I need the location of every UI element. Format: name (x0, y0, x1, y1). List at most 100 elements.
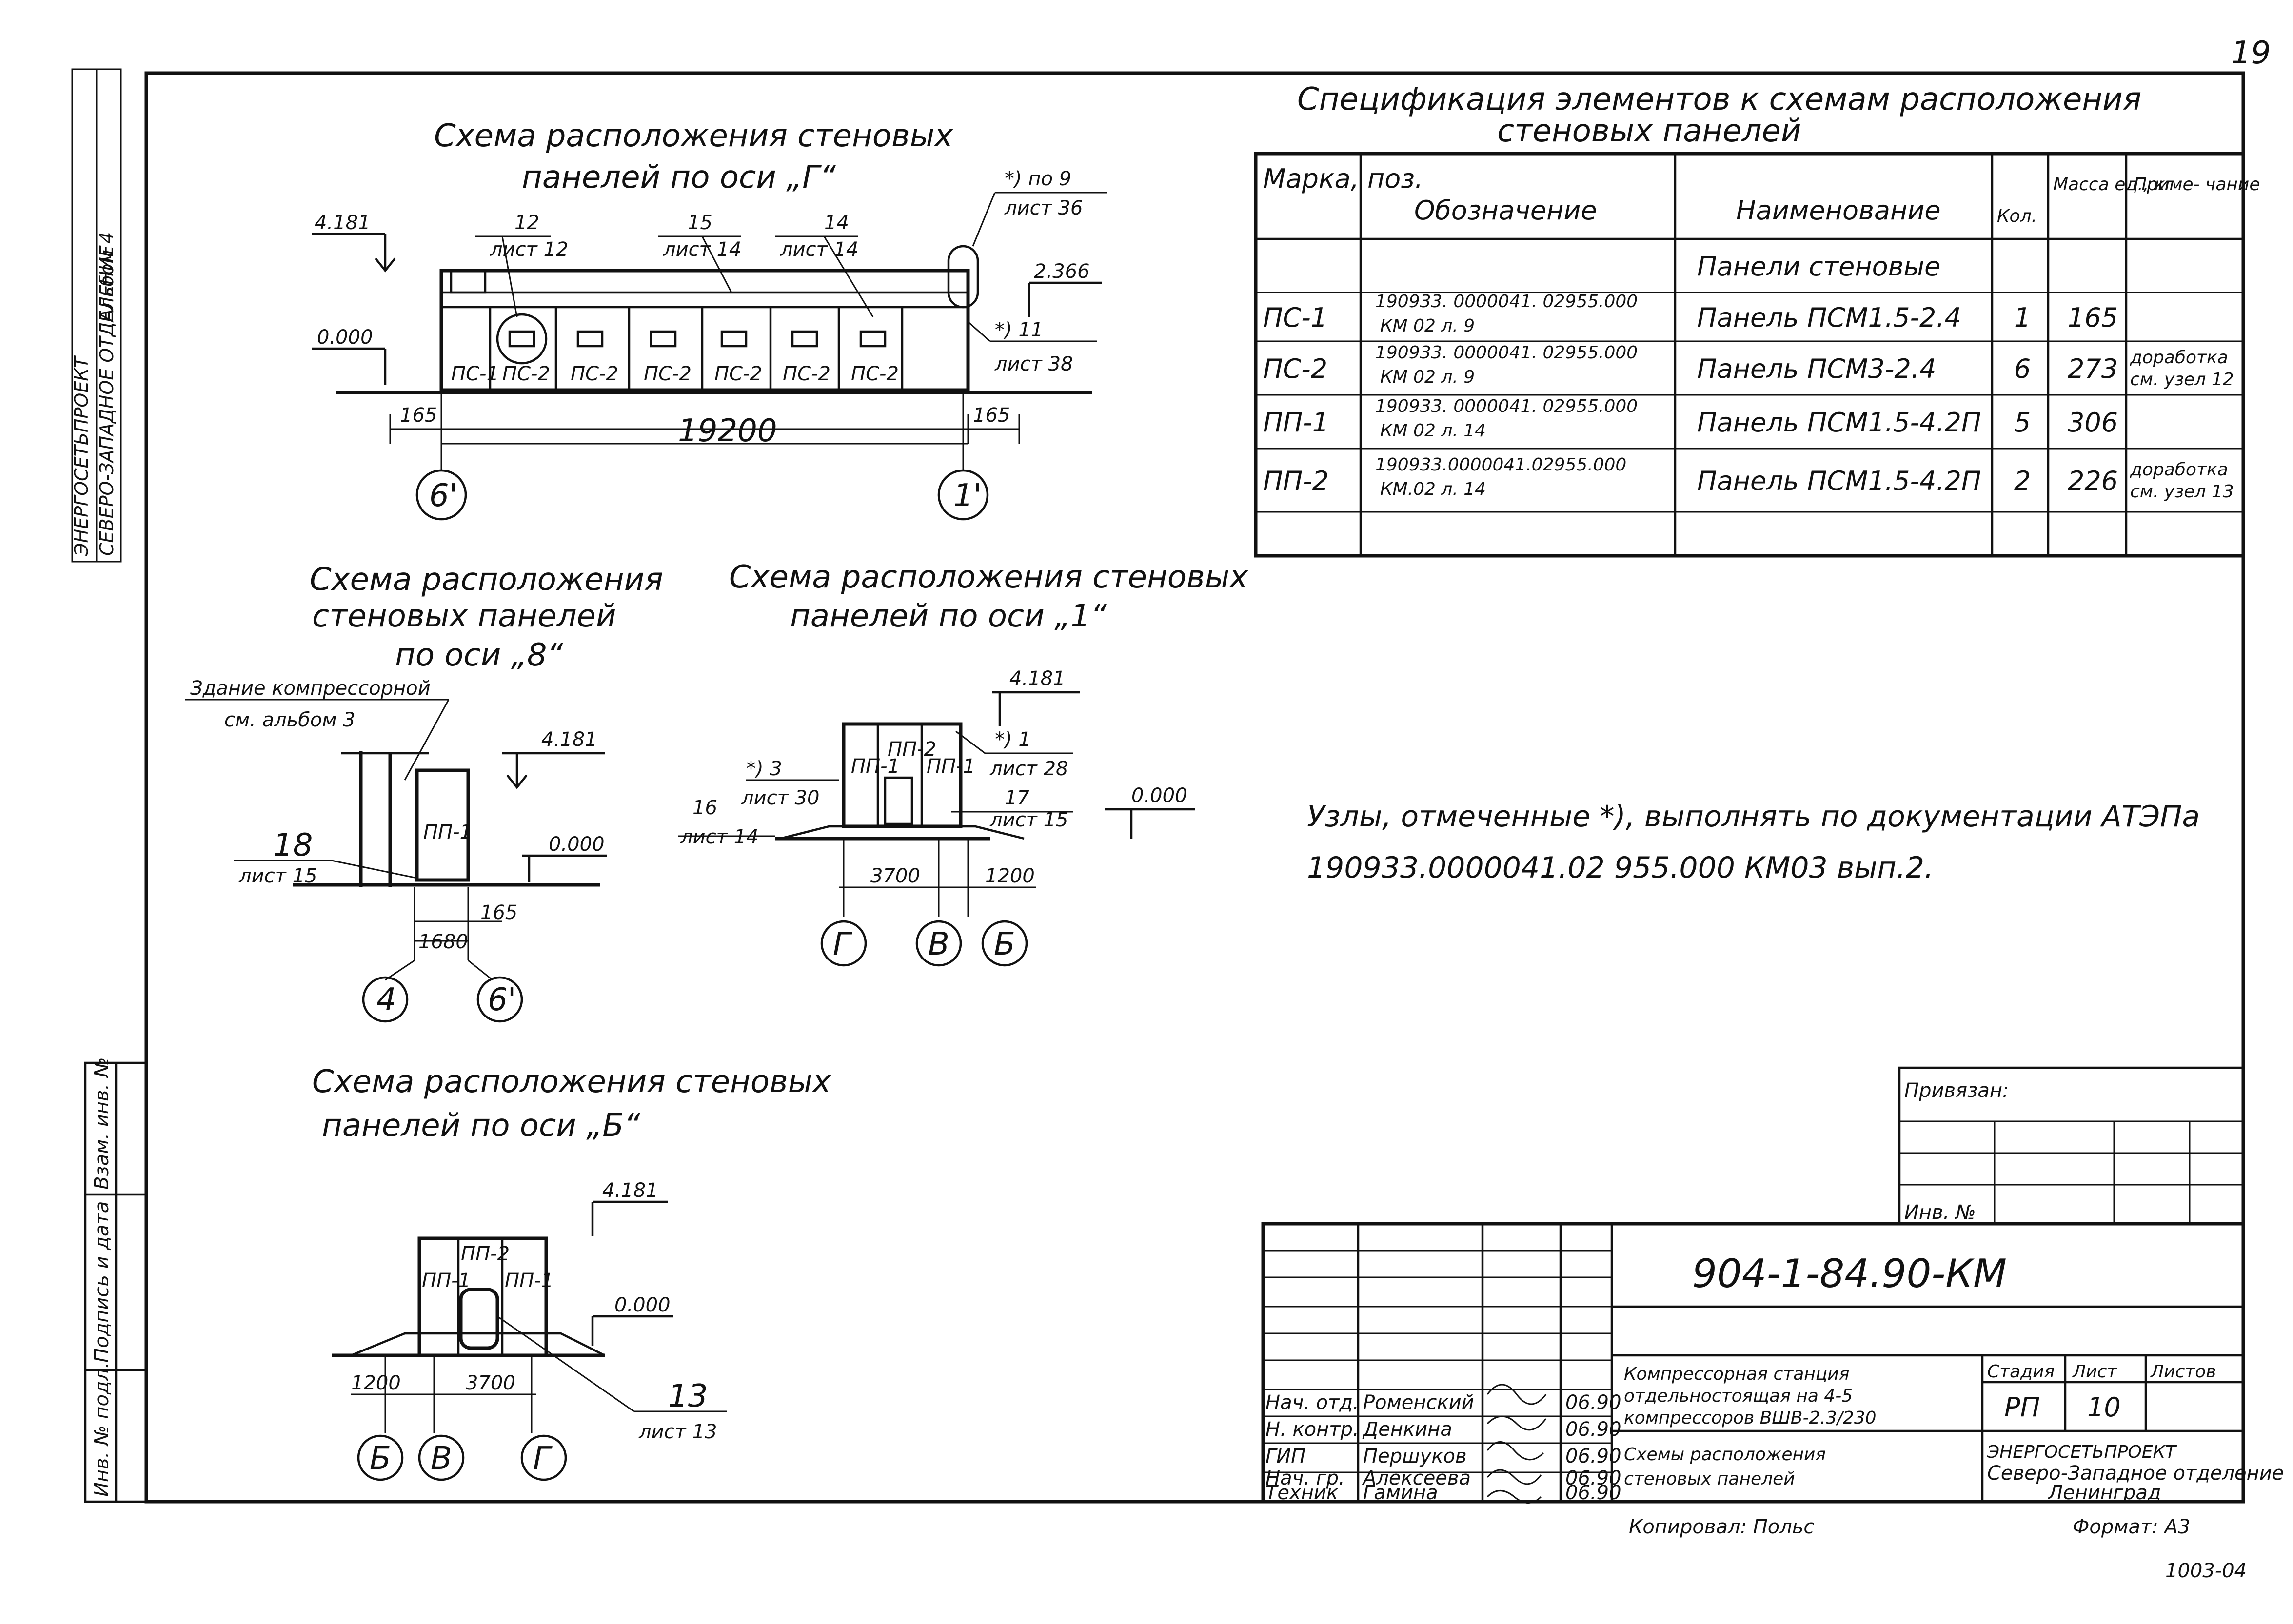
left-stamp: ЭНЕРГОСЕТЬПРОЕКТ СЕВЕРО-ЗАПАДНОЕ ОТДЕЛЕН… (71, 68, 122, 563)
scheme-g-callout-15-sheet: лист 14 (663, 238, 741, 261)
scheme-b-callout-sheet: лист 13 (638, 1421, 717, 1443)
scheme-g-callout-9: *) по 9 (1005, 168, 1071, 190)
scheme-1-axis-b: Б (994, 926, 1015, 962)
sheet-value: 10 (2087, 1392, 2121, 1423)
scheme-g-panel-3: ПС-2 (571, 363, 618, 385)
scheme-8-dim-1680: 1680 (418, 931, 468, 953)
inv-no-label: Инв. № (1904, 1201, 1976, 1224)
spec-row-3-mass: 306 (2068, 407, 2118, 438)
spec-row-1-name: Панель ПСМ1.5-2.4 (1697, 302, 1961, 333)
spec-header-name: Наименование (1736, 195, 1941, 226)
scheme-1-title-line1: Схема расположения стеновых (729, 559, 1248, 595)
scheme-8-callout-num: 18 (273, 827, 313, 863)
spec-header-mark: Марка, поз. (1263, 163, 1423, 194)
spec-row-2-code2: КМ 02 л. 9 (1380, 367, 1475, 387)
left-stamp-org: ЭНЕРГОСЕТЬПРОЕКТ (71, 355, 92, 556)
scheme-8-dim-165: 165 (480, 901, 517, 924)
spec-row-1-mark: ПС-1 (1263, 302, 1327, 333)
scheme-g-elev-top: 4.181 (315, 212, 371, 234)
spec-row-2-mark: ПС-2 (1263, 353, 1327, 384)
scheme-1: Схема расположения стеновых панелей по о… (678, 559, 1248, 967)
spec-row-4-note2: см. узел 13 (2130, 482, 2234, 502)
scheme-8-title-line3: по оси „8“ (395, 637, 564, 673)
scheme-g-callout-11-sheet: лист 38 (994, 353, 1073, 375)
spec-row-3-code1: 190933. 0000041. 02955.000 (1375, 396, 1638, 416)
scheme-g-callout-11: *) 11 (995, 319, 1043, 341)
spec-group: Панели стеновые (1697, 251, 1940, 282)
spec-row-2-code1: 190933. 0000041. 02955.000 (1375, 343, 1638, 363)
sheet-title-line-2: стеновых панелей (1624, 1469, 1795, 1489)
spec-row-4-note1: доработка (2130, 460, 2228, 480)
spec-row-3-mark: ПП-1 (1263, 407, 1329, 438)
format-label: Формат: А3 (2073, 1516, 2190, 1538)
scheme-b-panel-2: ПП-1 (422, 1270, 471, 1292)
scheme-1-callout-1-sheet: лист 28 (989, 758, 1068, 780)
spec-row-4-mark: ПП-2 (1263, 466, 1329, 496)
person-3-name: Першуков (1363, 1445, 1467, 1467)
scheme-b-axis-g: Г (533, 1441, 553, 1477)
spec-row-1-qty: 1 (2014, 302, 2031, 333)
spec-row-4-code1: 190933.0000041.02955.000 (1375, 455, 1626, 475)
person-4-role: Нач. гр. (1265, 1467, 1345, 1489)
scheme-1-elev-zero: 0.000 (1131, 784, 1187, 807)
scheme-g-panel-2: ПС-2 (502, 363, 550, 385)
person-4-name: Алексеева (1362, 1467, 1471, 1489)
person-1-name: Роменский (1363, 1391, 1474, 1414)
privyazan-label: Привязан: (1904, 1079, 2009, 1102)
spec-row-1-code2: КМ 02 л. 9 (1380, 316, 1475, 336)
scheme-b-axis-v: В (431, 1441, 452, 1477)
scheme-g-panel-6: ПС-2 (783, 363, 830, 385)
scheme-8-axis-left: 4 (376, 982, 396, 1018)
scheme-g-elev-mid: 2.366 (1034, 260, 1090, 283)
scheme-1-callout-16: 16 (692, 797, 717, 819)
scheme-8-title-line2: стеновых панелей (312, 598, 616, 634)
scheme-g-title-line1: Схема расположения стеновых (434, 118, 953, 154)
spec-row-3-name: Панель ПСМ1.5-4.2П (1697, 407, 1981, 438)
scheme-g: Схема расположения стеновых панелей по о… (312, 118, 1107, 521)
sheet-frame (144, 71, 2245, 1504)
spec-row-2-note1: доработка (2130, 348, 2228, 368)
side-label-vzam: Взам. инв. № (91, 1057, 113, 1190)
stage-value: РП (2004, 1392, 2040, 1423)
note-line-2: 190933.0000041.02 955.000 КМ03 вып.2. (1307, 851, 1934, 885)
scheme-g-title-line2: панелей по оси „Г“ (522, 159, 836, 196)
spec-header-note: Приме- чание (2134, 175, 2260, 195)
spec-row-2-name: Панель ПСМ3-2.4 (1697, 353, 1936, 384)
scheme-1-callout-16-sheet: лист 14 (680, 826, 758, 848)
person-5-role: Техник (1265, 1482, 1338, 1504)
document-code: 904-1-84.90-КМ (1692, 1251, 2007, 1296)
sheet-title-line-1: Схемы расположения (1624, 1445, 1826, 1465)
scheme-b-callout-num: 13 (668, 1378, 708, 1414)
scheme-g-panel-1: ПС-1 (451, 363, 499, 385)
scheme-b-title-line2: панелей по оси „Б“ (322, 1108, 640, 1144)
scheme-g-callout-12-sheet: лист 12 (490, 238, 568, 261)
scheme-g-callout-15: 15 (688, 212, 712, 234)
scheme-1-callout-17: 17 (1005, 787, 1029, 809)
spec-row-2-mass: 273 (2068, 353, 2118, 384)
scheme-g-axis-right: 1' (953, 478, 982, 514)
scheme-8-panel: ПП-1 (423, 821, 472, 843)
spec-row-4-mass: 226 (2068, 466, 2118, 496)
scheme-1-title-line2: панелей по оси „1“ (790, 598, 1107, 634)
left-stamp-dept: СЕВЕРО-ЗАПАДНОЕ ОТДЕЛЕНИЕ (96, 245, 118, 556)
spec-header-code: Обозначение (1414, 195, 1597, 226)
spec-row-4-name: Панель ПСМ1.5-4.2П (1697, 466, 1981, 496)
spec-header-qty: Кол. (1997, 206, 2037, 226)
scheme-8: Схема расположения стеновых панелей по о… (185, 562, 663, 1023)
scheme-1-panel-3: ПП-1 (927, 755, 975, 778)
scheme-g-axis-left: 6' (429, 478, 457, 514)
copied-by: Копировал: Польс (1629, 1516, 1814, 1538)
left-stamp-album: Альбом 4 (96, 232, 118, 323)
scheme-g-callout-9-sheet: лист 36 (1004, 197, 1083, 219)
scheme-g-callout-12: 12 (514, 212, 539, 234)
scheme-8-title-line1: Схема расположения (310, 562, 663, 598)
spec-title-line1: Спецификация элементов к схемам располож… (1297, 81, 2141, 117)
scheme-g-dim-left: 165 (400, 404, 437, 427)
spec-row-1-code1: 190933. 0000041. 02955.000 (1375, 292, 1638, 312)
spec-row-2-qty: 6 (2014, 353, 2031, 384)
scheme-g-panel-7: ПС-2 (851, 363, 899, 385)
page-number: 19 (2231, 35, 2271, 71)
scheme-b-elev-zero: 0.000 (614, 1294, 671, 1316)
scheme-1-callout-1: *) 1 (995, 728, 1031, 751)
scheme-1-callout-3: *) 3 (746, 758, 782, 780)
